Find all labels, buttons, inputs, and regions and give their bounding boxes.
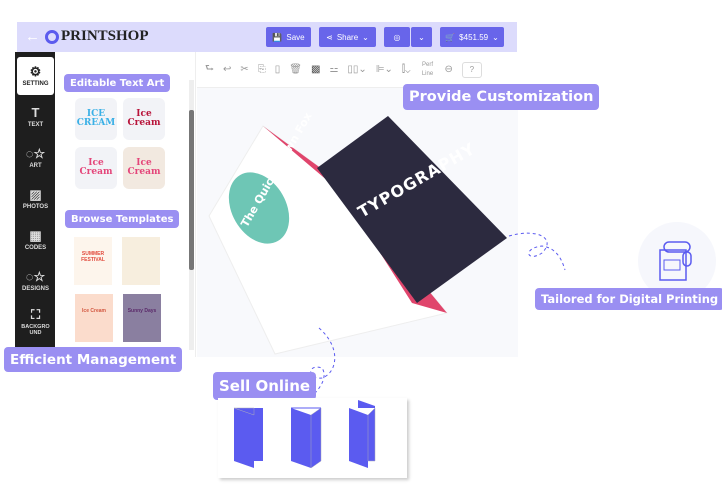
zoom-out-icon[interactable]: ⊖ bbox=[444, 64, 453, 75]
fold-options bbox=[218, 398, 407, 478]
editor-toolbar: ⮑ ↩ ✂ ⎘ ▯ 🗑 ▩ ⚍ ▯▯⌄ ⊫⌄ ⫿⌄ Perf Line ⊖ ? bbox=[197, 52, 518, 88]
sidebar-item-art[interactable]: ◌☆ ART bbox=[17, 139, 54, 177]
undo-icon[interactable]: ↩ bbox=[223, 64, 232, 75]
sidebar-item-designs[interactable]: ◌☆ DESIGNS bbox=[17, 262, 54, 300]
sidebar: ⚙ SETTING T TEXT ◌☆ ART ▨ PHOTOS ▦ CODES ◌☆ DE… bbox=[15, 52, 55, 352]
sidebar-item-setting[interactable]: ⚙ SETTING bbox=[17, 57, 54, 95]
text-art-label: ICE CREAM bbox=[76, 109, 116, 128]
redo-icon[interactable]: ⮑ bbox=[205, 63, 214, 74]
fold-types bbox=[233, 400, 376, 469]
z-fold-icon[interactable] bbox=[349, 400, 376, 468]
text-icon: T bbox=[31, 105, 40, 120]
scrollbar-thumb[interactable] bbox=[189, 110, 194, 270]
chevron-down-icon: ⌄ bbox=[492, 32, 499, 42]
template-item[interactable]: SUMMER FESTIVAL bbox=[74, 237, 112, 285]
text-art-item[interactable]: Ice Cream bbox=[75, 147, 117, 189]
sidebar-label: PHOTOS bbox=[22, 204, 49, 210]
logo[interactable]: PRINTSHOP bbox=[45, 28, 149, 45]
app-header: ← PRINTSHOP 💾Save ⋖Share⌄ ◎ ⌄ 🛒$451.59⌄ bbox=[17, 22, 517, 52]
cut-icon[interactable]: ✂ bbox=[240, 64, 249, 75]
printer-badge bbox=[638, 222, 716, 300]
save-icon: 💾 bbox=[272, 32, 283, 42]
image-icon: ▨ bbox=[29, 187, 42, 202]
sidebar-item-background[interactable]: ⛶ BACKGROUND bbox=[17, 303, 54, 341]
template-title: Sunny Days bbox=[127, 308, 157, 314]
brochure-artwork[interactable]: The Quick Brown Fox TYPOGRAPHY bbox=[197, 88, 722, 408]
copy-icon[interactable]: ⎘ bbox=[257, 64, 266, 75]
text-art-item[interactable]: Ice Cream bbox=[123, 147, 165, 189]
tag-digital-printing: Tailored for Digital Printing bbox=[535, 288, 722, 310]
shapes-icon: ◌☆ bbox=[25, 146, 46, 161]
text-art-label: Ice Cream bbox=[127, 109, 161, 128]
sidebar-item-text[interactable]: T TEXT bbox=[17, 98, 54, 136]
delete-icon[interactable]: 🗑 bbox=[289, 64, 302, 75]
sidebar-label: TEXT bbox=[27, 122, 44, 128]
template-title: SUMMER FESTIVAL bbox=[81, 251, 105, 263]
account-button[interactable]: ◎ bbox=[384, 27, 410, 47]
sidebar-label: ART bbox=[29, 163, 42, 169]
arrow-left-icon[interactable]: ← bbox=[25, 28, 40, 45]
half-fold-icon[interactable] bbox=[233, 407, 263, 468]
chevron-down-icon: ⌄ bbox=[362, 32, 369, 42]
brand-name: PRINTSHOP bbox=[61, 28, 149, 44]
connector-digital bbox=[508, 232, 566, 271]
help-button[interactable]: ? bbox=[461, 61, 482, 78]
tag-efficient-management: Efficient Management bbox=[4, 347, 183, 372]
share-label: Share bbox=[336, 32, 359, 42]
cart-total: $451.59 bbox=[459, 32, 489, 42]
cover-circle bbox=[228, 172, 290, 244]
chevron-down-icon: ⌄ bbox=[418, 32, 425, 42]
brochure-inside-panel bbox=[317, 116, 507, 303]
group-icon[interactable]: ⚍ bbox=[329, 64, 339, 75]
sidebar-label: DESIGNS bbox=[21, 286, 49, 292]
sidebar-label: CODES bbox=[24, 245, 47, 251]
gear-icon: ⚙ bbox=[29, 64, 42, 79]
pattern-icon[interactable]: ▩ bbox=[311, 64, 321, 75]
qr-code-icon: ▦ bbox=[29, 228, 42, 243]
sidebar-item-codes[interactable]: ▦ CODES bbox=[17, 221, 54, 259]
spacing-icon[interactable]: ⫿⌄ bbox=[401, 64, 411, 75]
sidebar-label: BACKGROUND bbox=[21, 324, 50, 336]
share-button[interactable]: ⋖Share⌄ bbox=[319, 27, 376, 47]
align-icon[interactable]: ⊫⌄ bbox=[375, 64, 393, 75]
save-button[interactable]: 💾Save bbox=[266, 27, 311, 47]
text-art-item[interactable]: Ice Cream bbox=[123, 98, 165, 140]
easel-icon: ⛶ bbox=[30, 307, 41, 322]
text-art-label: Ice Cream bbox=[127, 158, 161, 177]
printer-icon bbox=[659, 241, 692, 281]
sidebar-item-photos[interactable]: ▨ PHOTOS bbox=[17, 180, 54, 218]
account-dropdown[interactable]: ⌄ bbox=[411, 27, 432, 47]
template-item[interactable] bbox=[122, 237, 160, 285]
side-panel: ICE CREAM Ice Cream Ice Cream Ice Cream … bbox=[55, 52, 196, 357]
save-label: Save bbox=[286, 32, 305, 42]
tri-fold-icon[interactable] bbox=[291, 407, 322, 469]
cart-icon: 🛒 bbox=[445, 32, 456, 42]
user-icon: ◎ bbox=[393, 32, 401, 42]
tag-browse-templates: Browse Templates bbox=[65, 210, 180, 228]
cart-button[interactable]: 🛒$451.59⌄ bbox=[440, 27, 504, 47]
template-title: Ice Cream bbox=[82, 308, 106, 314]
perf-line-button[interactable]: Perf Line bbox=[421, 61, 434, 77]
tag-provide-customization: Provide Customization bbox=[403, 84, 600, 110]
paste-icon[interactable]: ▯ bbox=[274, 64, 281, 75]
tag-editable-text-art: Editable Text Art bbox=[64, 74, 171, 92]
share-icon: ⋖ bbox=[326, 32, 333, 42]
logo-mark-icon bbox=[45, 29, 59, 44]
distribute-icon[interactable]: ▯▯⌄ bbox=[347, 64, 367, 75]
text-art-item[interactable]: ICE CREAM bbox=[75, 98, 117, 140]
template-item[interactable]: Sunny Days bbox=[123, 294, 161, 342]
help-icon: ? bbox=[469, 65, 475, 74]
tag-sell-online: Sell Online bbox=[213, 372, 317, 400]
text-art-label: Ice Cream bbox=[79, 158, 113, 177]
sidebar-label: SETTING bbox=[22, 81, 49, 87]
panel-scrollbar[interactable] bbox=[189, 80, 194, 350]
template-item[interactable]: Ice Cream bbox=[75, 294, 113, 342]
shapes-icon: ◌☆ bbox=[25, 269, 46, 284]
